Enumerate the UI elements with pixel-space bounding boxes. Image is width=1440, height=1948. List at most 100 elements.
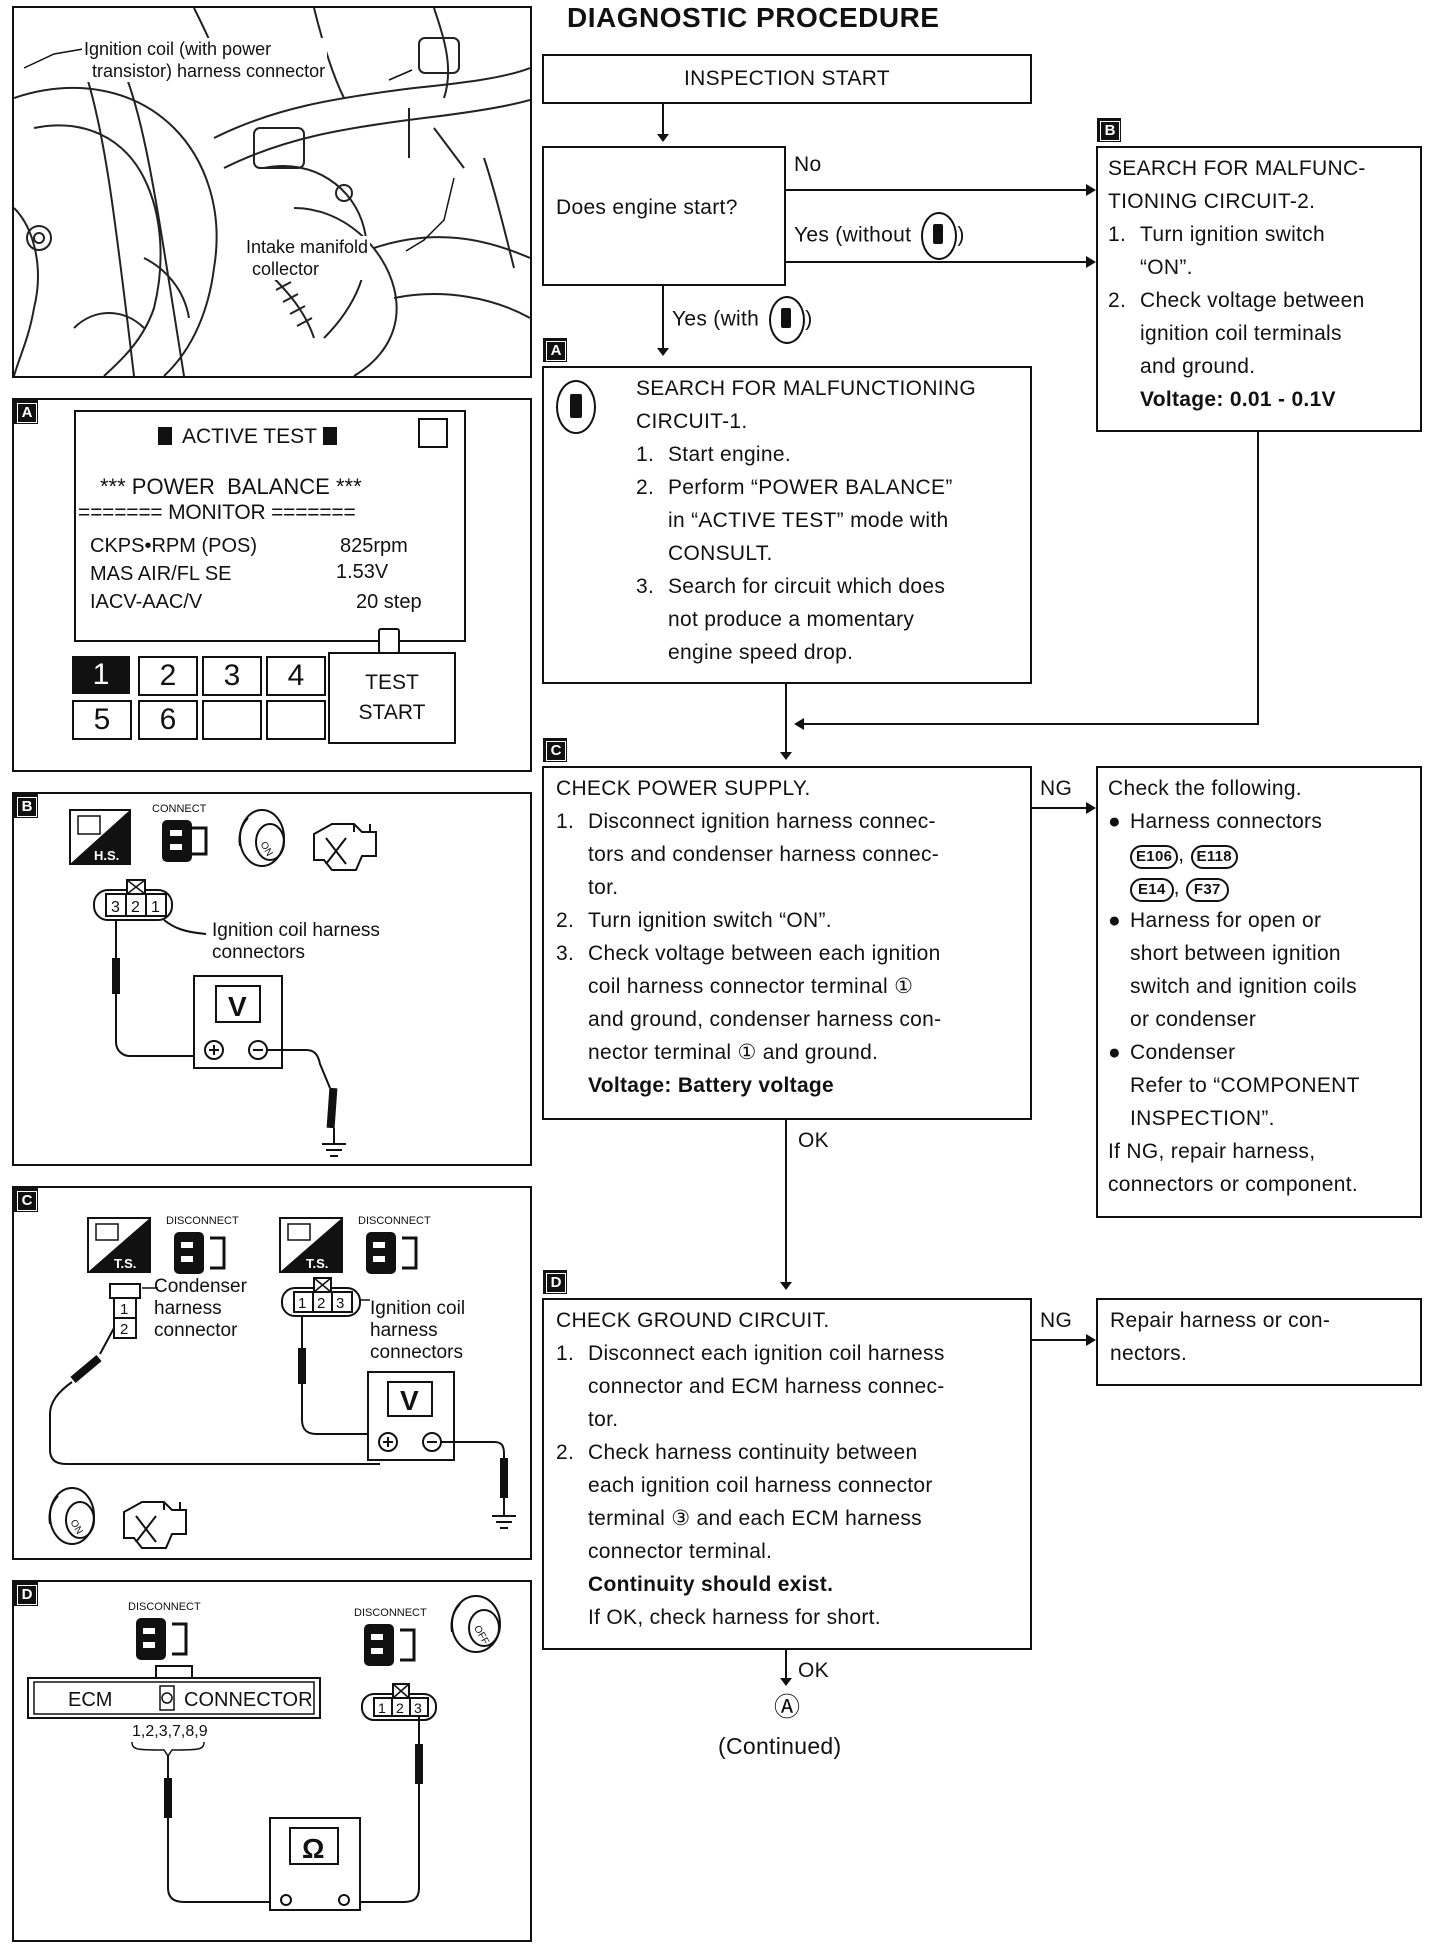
- decision-box: Does engine start?: [542, 146, 786, 286]
- cylinder-key-5[interactable]: 5: [72, 700, 132, 740]
- connector-disconnected-icon: [174, 1232, 226, 1274]
- consult-corner-button[interactable]: [418, 418, 448, 448]
- condenser-connector-label: Condenser harness connector: [154, 1276, 247, 1341]
- panel-tag-d: D: [14, 1582, 38, 1606]
- cond-pin-1: 1: [120, 1301, 128, 1318]
- answer-no: No: [794, 153, 822, 176]
- photo-label-intake-manifold: Intake manifold collector: [244, 236, 371, 280]
- off-label: OFF: [471, 1624, 491, 1647]
- voltmeter: [367, 1371, 455, 1461]
- disconnect-label: DISCONNECT: [128, 1601, 201, 1613]
- cylinder-key-2[interactable]: 2: [138, 656, 198, 696]
- connector-code-list: E106, E118: [1130, 838, 1410, 871]
- cylinder-key-6[interactable]: 6: [138, 700, 198, 740]
- panel-tag-a: A: [14, 400, 38, 424]
- coil-connector-123: [361, 1683, 437, 1721]
- coil-connector-label: Ignition coil harness connectors: [370, 1298, 466, 1363]
- panel-b-wiring: H.S. CONNECT ON: [69, 803, 377, 1157]
- connect-label: CONNECT: [152, 803, 207, 815]
- continued-label: (Continued): [718, 1733, 842, 1759]
- consult-icon: [769, 296, 806, 344]
- voltmeter-label: V: [400, 1385, 419, 1416]
- connector-code: E14: [1130, 878, 1174, 902]
- cylinder-key-blank[interactable]: [266, 700, 326, 740]
- connector-code: E118: [1190, 845, 1238, 869]
- terminal-side-icon: [279, 1217, 343, 1273]
- coil-pin-1: 1: [298, 1295, 306, 1312]
- engine-icon: [123, 1501, 187, 1549]
- cylinder-key-3[interactable]: 3: [202, 656, 262, 696]
- cylinder-key-blank[interactable]: [202, 700, 262, 740]
- pin-3: 3: [111, 899, 120, 916]
- page-title: DIAGNOSTIC PROCEDURE: [567, 2, 940, 33]
- ohmmeter: [269, 1817, 361, 1911]
- branch-ng-c: NG: [1040, 777, 1073, 800]
- voltage-spec: Voltage: 0.01 - 0.1V: [1140, 388, 1336, 411]
- step-tag-c: C: [543, 738, 567, 762]
- monitor-bar: ======= MONITOR =======: [78, 501, 356, 524]
- step-tag-d: D: [543, 1270, 567, 1294]
- consult-icon: [921, 212, 958, 260]
- consult-icon: [556, 380, 596, 434]
- black-square-icon: [322, 427, 337, 445]
- engine-icon: [313, 823, 377, 871]
- coil-pin-2: 2: [396, 1700, 404, 1716]
- repair-box: Repair harness or con- nectors.: [1096, 1298, 1422, 1386]
- panel-tag-b: B: [14, 794, 38, 818]
- continued-marker: Ⓐ: [774, 1692, 801, 1722]
- hs-label: H.S.: [94, 848, 119, 863]
- coil-pin-1: 1: [378, 1700, 386, 1716]
- consult-display: ACTIVE TEST *** POWER BALANCE *** ======…: [74, 410, 466, 654]
- continuity-spec: Continuity should exist.: [588, 1573, 834, 1596]
- ecm-terminals: 1,2,3,7,8,9: [132, 1723, 208, 1740]
- ts-label: T.S.: [114, 1256, 136, 1271]
- coil-pin-2: 2: [317, 1295, 325, 1312]
- check-following-box: Check the following. ● Harness connector…: [1096, 766, 1422, 1218]
- branch-ng-d: NG: [1040, 1309, 1073, 1332]
- inspection-start-box: INSPECTION START: [542, 54, 1032, 104]
- panel-c-diagram: C T.S. DISCONNECT T.S. DISCONNECT: [12, 1186, 532, 1560]
- black-square-icon: [158, 427, 172, 445]
- branch-ok-c: OK: [798, 1129, 829, 1152]
- cond-pin-2: 2: [120, 1321, 128, 1338]
- step-a-box: SEARCH FOR MALFUNCTIONING CIRCUIT-1. 1.S…: [542, 366, 1032, 684]
- panel-d-wiring: DISCONNECT DISCONNECT OFF: [27, 1595, 501, 1911]
- harness-side-icon: [69, 809, 131, 865]
- answer-yes-without: Yes (without ): [794, 212, 965, 260]
- connector-code: E106: [1130, 845, 1179, 869]
- condenser-connector: [109, 1283, 141, 1339]
- engine-photo-panel: Ignition coil (with power transistor) ha…: [12, 6, 532, 378]
- ignition-coil-harness-label: Ignition coil harness connectors: [212, 920, 380, 963]
- connector-label: CONNECTOR: [184, 1689, 313, 1711]
- disconnect-label: DISCONNECT: [354, 1607, 427, 1619]
- voltmeter-label: V: [228, 991, 247, 1022]
- coil-connector-321: [93, 879, 173, 921]
- panel-a-consult-screen: A ACTIVE TEST *** POWER BALANCE *** ====…: [12, 398, 532, 772]
- panel-c-wiring: T.S. DISCONNECT T.S. DISCONNECT 1: [48, 1215, 516, 1549]
- ts-label: T.S.: [306, 1256, 328, 1271]
- voltage-spec: Voltage: Battery voltage: [588, 1074, 835, 1097]
- step-tag-a: A: [543, 338, 567, 362]
- consult-plug-icon: [378, 628, 400, 654]
- branch-ok-d: OK: [798, 1659, 829, 1682]
- panel-b-diagram: B H.S. CONNECT ON: [12, 792, 532, 1166]
- power-balance-title: *** POWER BALANCE ***: [100, 474, 362, 499]
- ecm-label: ECM: [68, 1689, 112, 1711]
- terminal-side-icon: [87, 1217, 151, 1273]
- coil-pin-3: 3: [414, 1700, 422, 1716]
- ignition-key-on-icon: [48, 1487, 95, 1545]
- coil-pin-3: 3: [336, 1295, 344, 1312]
- cylinder-key-1[interactable]: 1: [72, 656, 130, 694]
- connector-disconnected-icon: [136, 1618, 188, 1660]
- test-start-button[interactable]: TEST START: [328, 652, 456, 744]
- cylinder-key-4[interactable]: 4: [266, 656, 326, 696]
- connector-icon: [162, 820, 208, 862]
- step-b-box: SEARCH FOR MALFUNC- TIONING CIRCUIT-2. 1…: [1096, 146, 1422, 432]
- step-d-box: CHECK GROUND CIRCUIT. 1. Disconnect each…: [542, 1298, 1032, 1650]
- coil-connector-123: [281, 1277, 361, 1317]
- ecm-connector: [27, 1665, 321, 1719]
- pin-2: 2: [131, 899, 140, 916]
- ground-symbol: [492, 1515, 516, 1529]
- ignition-key-on-icon: [238, 809, 285, 867]
